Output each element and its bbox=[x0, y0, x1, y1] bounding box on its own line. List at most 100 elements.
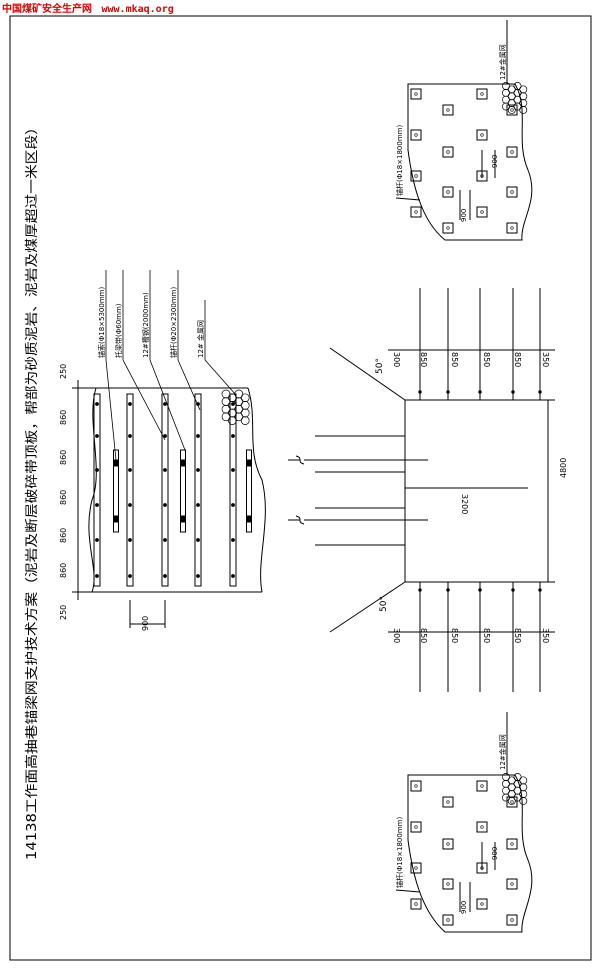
mesh-cell bbox=[240, 393, 250, 403]
mesh-cell bbox=[234, 412, 244, 422]
bolt-plate bbox=[506, 222, 518, 234]
bolt-dot bbox=[163, 402, 167, 406]
bolt-dot bbox=[510, 108, 514, 112]
mesh-label: 12#金属网 bbox=[498, 44, 507, 80]
mesh-cell bbox=[502, 102, 510, 111]
bolt-dot bbox=[480, 210, 484, 214]
bolt-dot bbox=[95, 503, 99, 507]
bolt-plate bbox=[506, 838, 518, 850]
bolt-plate bbox=[410, 129, 422, 141]
mesh-cell bbox=[507, 790, 516, 799]
bolt-dot bbox=[418, 588, 422, 592]
dim-label: 860 bbox=[59, 450, 68, 465]
bolt-plate bbox=[410, 206, 422, 218]
drawing-title: 14138工作面高抽巷锚梁网支护技术方案（泥岩及断层破碎带顶板，帮部为砂质泥岩、… bbox=[24, 120, 40, 860]
mesh-cell bbox=[502, 88, 510, 97]
section-view bbox=[288, 288, 555, 692]
bolt-dot bbox=[414, 210, 418, 214]
bolt-dot bbox=[446, 800, 450, 804]
dim-label: 850 bbox=[450, 352, 459, 367]
bolt-dot bbox=[414, 825, 418, 829]
bolt-dot bbox=[163, 574, 167, 578]
callout-anchor-bolt: 锚杆(Φ20×2300mm) bbox=[169, 287, 178, 358]
mesh-cell bbox=[519, 796, 528, 805]
dim-label: 860 bbox=[59, 563, 68, 578]
bolt-dot bbox=[231, 574, 235, 578]
bolt-plate bbox=[442, 104, 454, 116]
bolt-dot bbox=[128, 468, 132, 472]
angle-bottom-label: 50° bbox=[379, 596, 389, 612]
bolt-plate bbox=[410, 862, 422, 874]
mesh-cell bbox=[502, 793, 510, 802]
mesh-cell bbox=[519, 790, 528, 799]
bolt-dot bbox=[480, 825, 484, 829]
dim-label: 850 bbox=[513, 628, 522, 643]
dim-label: 850 bbox=[450, 628, 459, 643]
bolt-dot bbox=[480, 902, 484, 906]
bolt-dot bbox=[418, 390, 422, 394]
bolt-dot bbox=[414, 866, 418, 870]
mesh-cell bbox=[513, 779, 522, 788]
mesh-cell bbox=[507, 92, 516, 101]
bolt-dot bbox=[478, 390, 482, 394]
channel-steel bbox=[194, 393, 202, 587]
mesh-cell bbox=[519, 85, 528, 94]
dim-label: 850 bbox=[419, 628, 428, 643]
bolt-dot bbox=[95, 574, 99, 578]
bolt-dot bbox=[446, 150, 450, 154]
drawing-frame bbox=[9, 15, 592, 961]
bolt-dot bbox=[95, 538, 99, 542]
anchor-head bbox=[113, 459, 119, 467]
bolt-dot bbox=[128, 434, 132, 438]
bolt-dot bbox=[538, 390, 542, 394]
mesh-cluster bbox=[221, 389, 250, 425]
channel-steel bbox=[93, 393, 101, 587]
mesh-cell bbox=[221, 397, 231, 406]
anchor-head bbox=[180, 459, 186, 467]
mesh-cell bbox=[221, 389, 231, 399]
callout-channel-steel: 12#槽钢(2000mm) bbox=[141, 292, 150, 358]
mesh-cell bbox=[502, 786, 510, 795]
bolt-plate bbox=[476, 898, 488, 910]
bolt-dot bbox=[446, 190, 450, 194]
dim-label: 900 bbox=[141, 616, 150, 631]
height-dim-label: 4800 bbox=[559, 458, 568, 478]
mesh-cell bbox=[228, 401, 237, 410]
bolt-plate bbox=[476, 206, 488, 218]
channel-steel bbox=[126, 393, 134, 587]
bolt-dot bbox=[446, 226, 450, 230]
bolt-dot bbox=[128, 574, 132, 578]
mesh-cell bbox=[228, 416, 237, 425]
dim-label: 250 bbox=[59, 364, 68, 379]
dim-label: 900 bbox=[460, 209, 468, 222]
bolt-plate bbox=[442, 186, 454, 198]
mesh-cell bbox=[513, 773, 522, 781]
dim-label: 900 bbox=[491, 847, 499, 860]
rib-view-top bbox=[395, 20, 533, 241]
dim-label: 850 bbox=[419, 352, 428, 367]
mesh-cell bbox=[513, 82, 522, 90]
bolt-dot bbox=[478, 588, 482, 592]
plan-break-right bbox=[247, 387, 266, 593]
width-dim-label: 3200 bbox=[460, 494, 469, 514]
mesh-cell bbox=[234, 404, 244, 414]
bolt-dot bbox=[480, 133, 484, 137]
dim-label: 350 bbox=[541, 628, 550, 643]
bolt-dot bbox=[480, 784, 484, 788]
bolt-plate bbox=[410, 88, 422, 100]
mesh-cell bbox=[519, 783, 528, 792]
bolt-dot bbox=[231, 503, 235, 507]
bolt-plate bbox=[410, 780, 422, 792]
mesh-cell bbox=[502, 82, 510, 90]
bolt-dot bbox=[196, 468, 200, 472]
bolt-plate bbox=[410, 821, 422, 833]
rib-view-bottom bbox=[395, 712, 533, 933]
bolt-dot bbox=[446, 918, 450, 922]
mesh-cell bbox=[513, 786, 522, 795]
dim-label: 300 bbox=[392, 628, 401, 643]
bolt-dot bbox=[538, 588, 542, 592]
mesh-cell bbox=[519, 92, 528, 101]
mesh-cell bbox=[519, 105, 528, 114]
bolt-dot bbox=[510, 918, 514, 922]
